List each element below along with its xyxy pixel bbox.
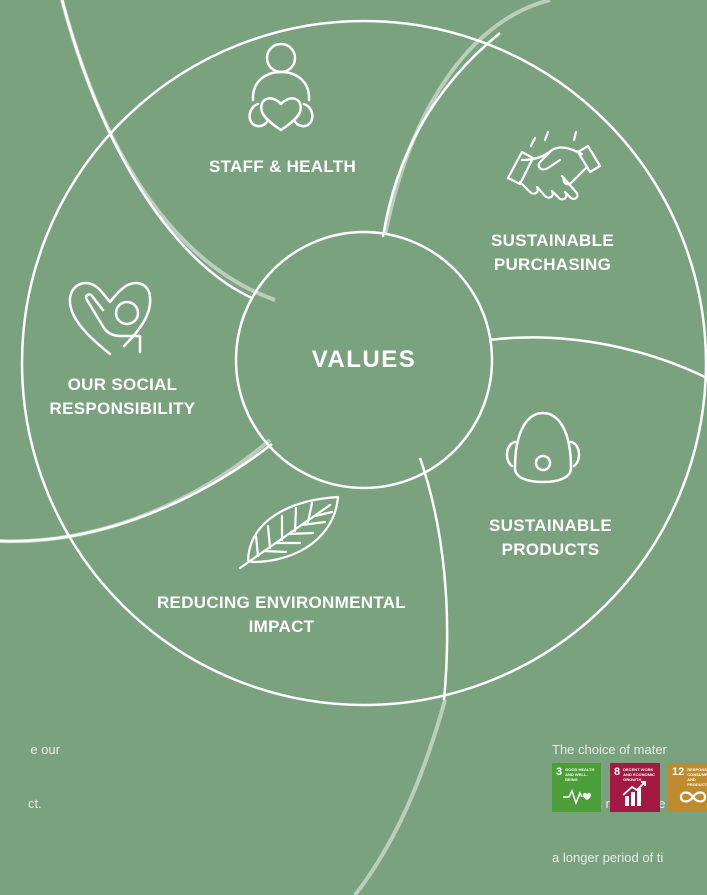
segment-label-sustainable-purchasing: SUSTAINABLE PURCHASING [470, 229, 635, 277]
faint-arc-left [0, 438, 272, 544]
sdg-number: 12 [672, 766, 685, 778]
handshake-icon [506, 130, 602, 201]
paragraph-line: The choice of mater [552, 742, 667, 757]
heartbeat-icon [563, 789, 591, 806]
divider-right [488, 336, 707, 380]
sdg-title: RESPONSIBLE CONSUMPTION AND PRODUCTION [687, 767, 707, 787]
segment-label-line: SUSTAINABLE [491, 231, 614, 250]
center-circle [234, 230, 494, 490]
sdg-badge-12: 12RESPONSIBLE CONSUMPTION AND PRODUCTION [668, 763, 707, 812]
sdg-number: 8 [614, 766, 621, 778]
segment-label-line: OUR SOCIAL [67, 375, 178, 394]
divider-bottom-right [418, 457, 449, 701]
paragraph-line: a longer period of ti [552, 850, 664, 865]
segment-label-line: REDUCING ENVIRONMENTAL [156, 593, 406, 612]
leaf-icon [238, 495, 340, 570]
divider-top-right [381, 32, 501, 238]
segment-label-line: PURCHASING [493, 255, 612, 274]
divider-top-left [60, 0, 253, 300]
paragraph-line: e our [30, 742, 60, 757]
divider-left [0, 443, 273, 543]
outer-circle [20, 19, 707, 707]
segment-label-line: PRODUCTS [501, 540, 600, 559]
segment-label-reducing-environmental-impact: REDUCING ENVIRONMENTAL IMPACT [130, 591, 433, 639]
segment-label-social-responsibility: OUR SOCIAL RESPONSIBILITY [40, 373, 205, 421]
segment-label-line: RESPONSIBILITY [49, 399, 196, 418]
paragraph-line: ct. [28, 796, 42, 811]
left-paragraph: e our ct. [0, 705, 60, 831]
infinity-icon [679, 791, 707, 803]
growth-chart-icon [622, 781, 646, 806]
segment-label-staff-health: STAFF & HEALTH [190, 155, 375, 179]
sdg-title: GOOD HEALTH AND WELL-BEING [565, 767, 595, 782]
sdg-number: 3 [556, 766, 563, 778]
heart-hand-icon [68, 281, 152, 356]
person-holding-heart-icon [248, 42, 314, 132]
sdg-title: DECENT WORK AND ECONOMIC GROWTH [623, 767, 655, 782]
segment-label-line: SUSTAINABLE [489, 516, 612, 535]
faint-arc-top-left [60, 0, 276, 302]
segment-label-line: STAFF & HEALTH [208, 157, 357, 176]
segment-label-line: IMPACT [248, 617, 315, 636]
segment-label-sustainable-products: SUSTAINABLE PRODUCTS [468, 514, 633, 562]
center-label: VALUES [311, 346, 417, 373]
face-mask-icon [505, 411, 581, 484]
faint-arc-bottom [353, 699, 447, 895]
faint-arc-top-right [383, 0, 551, 236]
